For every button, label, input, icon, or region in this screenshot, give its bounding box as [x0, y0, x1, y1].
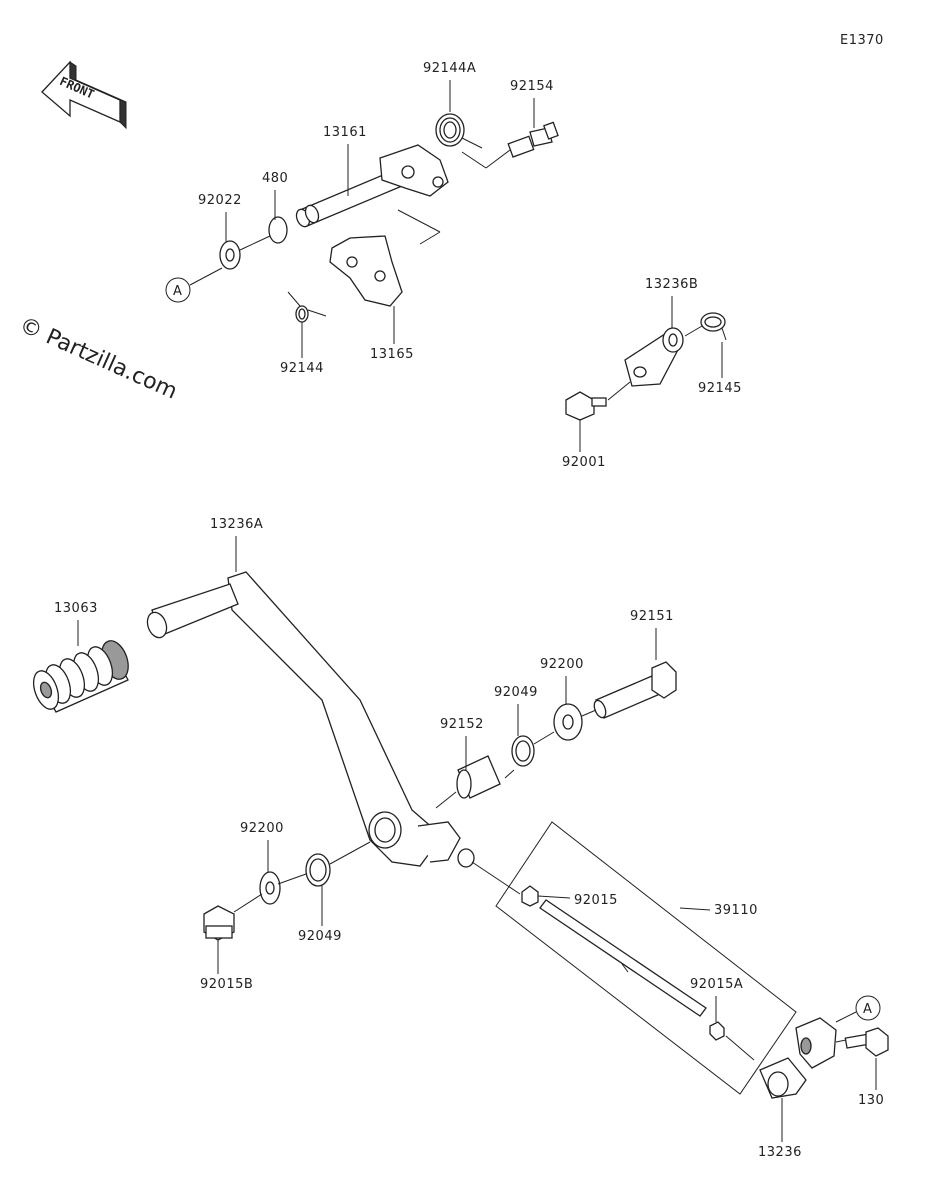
label-92144: 92144	[280, 361, 324, 376]
front-arrow-icon: FRONT	[41, 60, 127, 130]
label-92145: 92145	[698, 381, 742, 396]
label-92151: 92151	[630, 609, 674, 624]
washer-92200-top	[553, 703, 583, 741]
pin-92154	[507, 121, 559, 158]
label-92154: 92154	[510, 79, 554, 94]
label-39110: 39110	[714, 903, 758, 918]
label-13063: 13063	[54, 601, 98, 616]
svg-text:A: A	[173, 284, 182, 299]
label-13236B: 13236B	[645, 277, 698, 292]
spring-92144	[287, 291, 327, 323]
label-130: 130	[858, 1093, 884, 1108]
label-92015A: 92015A	[690, 977, 743, 992]
lever-13236B	[624, 327, 684, 387]
collar-92152	[456, 755, 501, 799]
foot-peg-shaft	[146, 583, 239, 639]
label-92001: 92001	[562, 455, 606, 470]
label-92015: 92015	[574, 893, 618, 908]
shaft-13161	[295, 169, 403, 228]
shift-arm-plate	[379, 144, 449, 197]
seal-92049-top	[511, 735, 535, 767]
ratchet-plate-13165	[329, 235, 403, 307]
label-92200-bottom: 92200	[240, 821, 284, 836]
svg-text:A: A	[863, 1002, 872, 1017]
washer-92200-bottom	[259, 871, 281, 905]
spring-92144A	[435, 113, 483, 149]
label-13236: 13236	[758, 1145, 802, 1160]
label-92144A: 92144A	[423, 61, 476, 76]
clamp-92145	[700, 312, 727, 341]
label-480: 480	[262, 171, 288, 186]
circlip-480	[268, 216, 288, 244]
callout-a-upper: A	[165, 267, 223, 303]
label-92049-top: 92049	[494, 685, 538, 700]
label-92022: 92022	[198, 193, 242, 208]
seal-92049-bottom	[305, 853, 331, 887]
label-13236A: 13236A	[210, 517, 263, 532]
label-92200-top: 92200	[540, 657, 584, 672]
diagram-code: E1370	[840, 33, 884, 48]
label-13161: 13161	[323, 125, 367, 140]
bolt-92001	[565, 381, 631, 421]
bolt-130	[844, 1027, 889, 1057]
arm-13236	[759, 1017, 837, 1099]
rubber-13063	[32, 640, 129, 713]
bolt-92151	[593, 661, 677, 719]
watermark: © Partzilla.com	[16, 313, 181, 405]
washer-92022	[219, 240, 241, 270]
nut-92015B	[203, 905, 235, 941]
label-13165: 13165	[370, 347, 414, 362]
label-92015B: 92015B	[200, 977, 253, 992]
label-92152: 92152	[440, 717, 484, 732]
callout-a-lower: A	[835, 995, 881, 1023]
shift-lever-13236A	[227, 571, 475, 868]
label-92049-bottom: 92049	[298, 929, 342, 944]
tie-rod-39110	[471, 821, 797, 1095]
